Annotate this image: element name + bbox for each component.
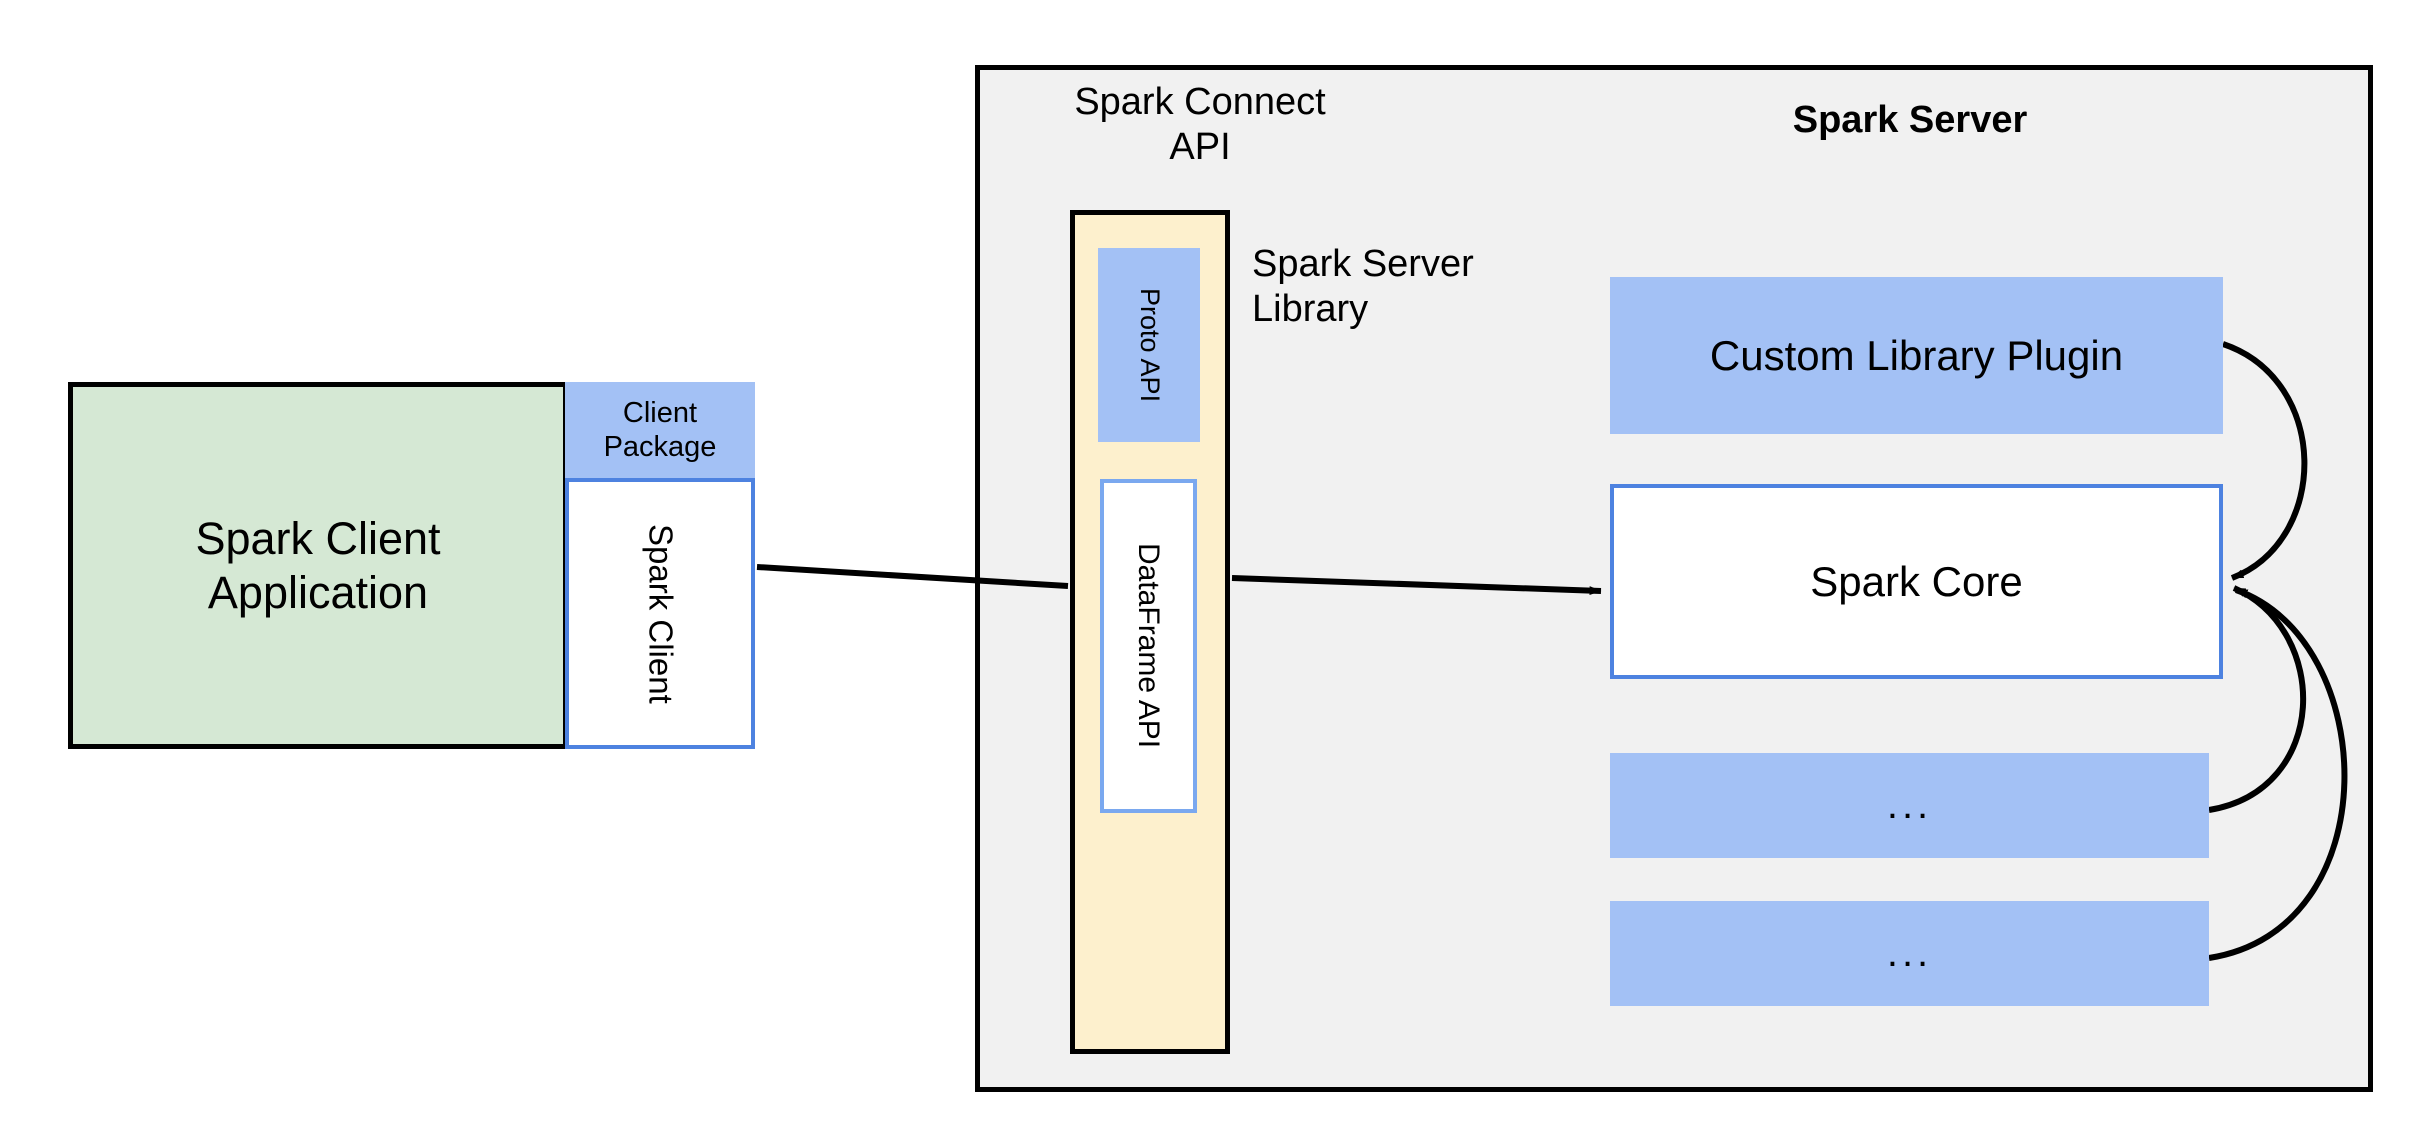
spark-connect-api-label: Spark Connect API [1020,70,1380,175]
proto-api-box[interactable]: Proto API [1098,248,1200,442]
spark-server-library-label: Spark Server Library [1252,242,1582,354]
spark-connect-api-text: Spark Connect API [1074,81,1326,168]
spark-server-title-text: Spark Server [1792,98,2028,141]
dataframe-api-label: DataFrame API [1132,543,1166,749]
spark-client-application-label: Spark Client Application [195,513,441,618]
spark-client-label: Spark Client [642,523,680,704]
custom-library-plugin-box[interactable]: Custom Library Plugin [1610,277,2223,434]
server-block-ellipsis-1-label: ... [1886,782,1933,827]
server-block-ellipsis-1[interactable]: ... [1610,753,2209,858]
custom-library-plugin-label: Custom Library Plugin [1709,331,2124,379]
proto-api-label: Proto API [1134,287,1165,403]
spark-connect-column[interactable] [1070,210,1230,1054]
client-package-box[interactable]: Client Package [565,382,755,478]
spark-core-label: Spark Core [1810,557,2023,605]
client-package-label: Client Package [603,396,717,463]
spark-core-box[interactable]: Spark Core [1610,484,2223,679]
spark-client-application-box[interactable]: Spark Client Application [68,382,568,749]
spark-client-box[interactable]: Spark Client [565,478,755,749]
spark-server-library-text: Spark Server Library [1252,243,1474,330]
server-block-ellipsis-2[interactable]: ... [1610,901,2209,1006]
dataframe-api-box[interactable]: DataFrame API [1100,479,1197,813]
spark-server-title: Spark Server [1700,96,2120,144]
server-block-ellipsis-2-label: ... [1886,930,1933,975]
